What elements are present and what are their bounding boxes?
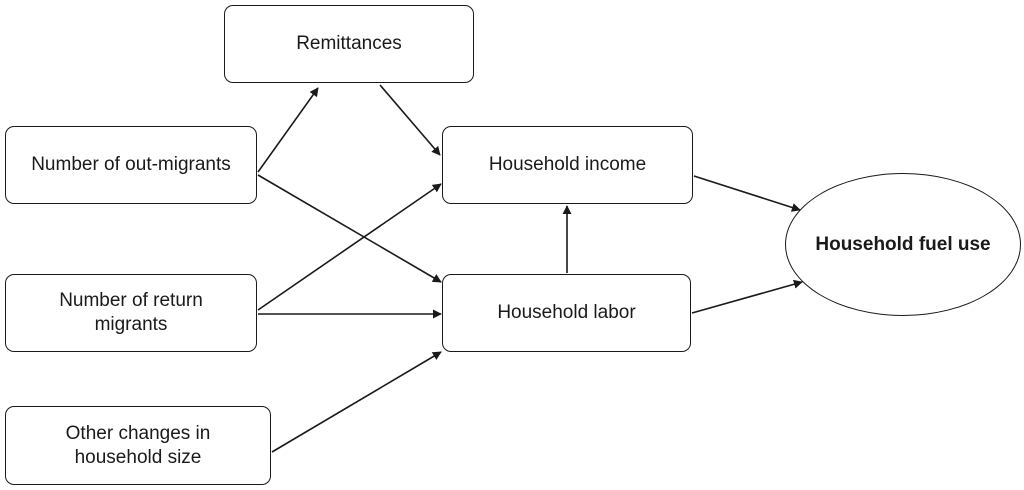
node-remittances-label: Remittances	[296, 33, 402, 54]
node-household-labor: Household labor	[442, 274, 691, 352]
edge-labor-to-fuel-use	[691, 279, 803, 314]
edge-remittances-to-income	[379, 84, 441, 156]
node-household-labor-label: Household labor	[497, 302, 636, 323]
node-number-of-out-migrants-label: Number of out-migrants	[31, 154, 231, 175]
node-number-of-return-migrants: Number of return migrants	[5, 274, 257, 352]
node-household-fuel-use-label: Household fuel use	[815, 233, 991, 255]
node-remittances: Remittances	[224, 5, 474, 83]
node-other-changes-in-household-size-label: Other changes in household size	[65, 422, 211, 468]
node-household-fuel-use: Household fuel use	[785, 173, 1021, 316]
edge-other-changes-to-labor	[271, 351, 442, 453]
edge-return-migrants-to-income	[257, 183, 442, 311]
edge-out-migrants-to-remittances	[257, 87, 319, 173]
node-household-income: Household income	[442, 126, 693, 204]
edge-out-migrants-to-labor	[257, 174, 442, 283]
node-number-of-out-migrants: Number of out-migrants	[5, 126, 257, 204]
node-other-changes-in-household-size: Other changes in household size	[5, 406, 271, 485]
edge-income-to-fuel-use	[693, 175, 801, 212]
node-number-of-return-migrants-label: Number of return migrants	[59, 290, 203, 335]
node-household-income-label: Household income	[488, 154, 647, 175]
